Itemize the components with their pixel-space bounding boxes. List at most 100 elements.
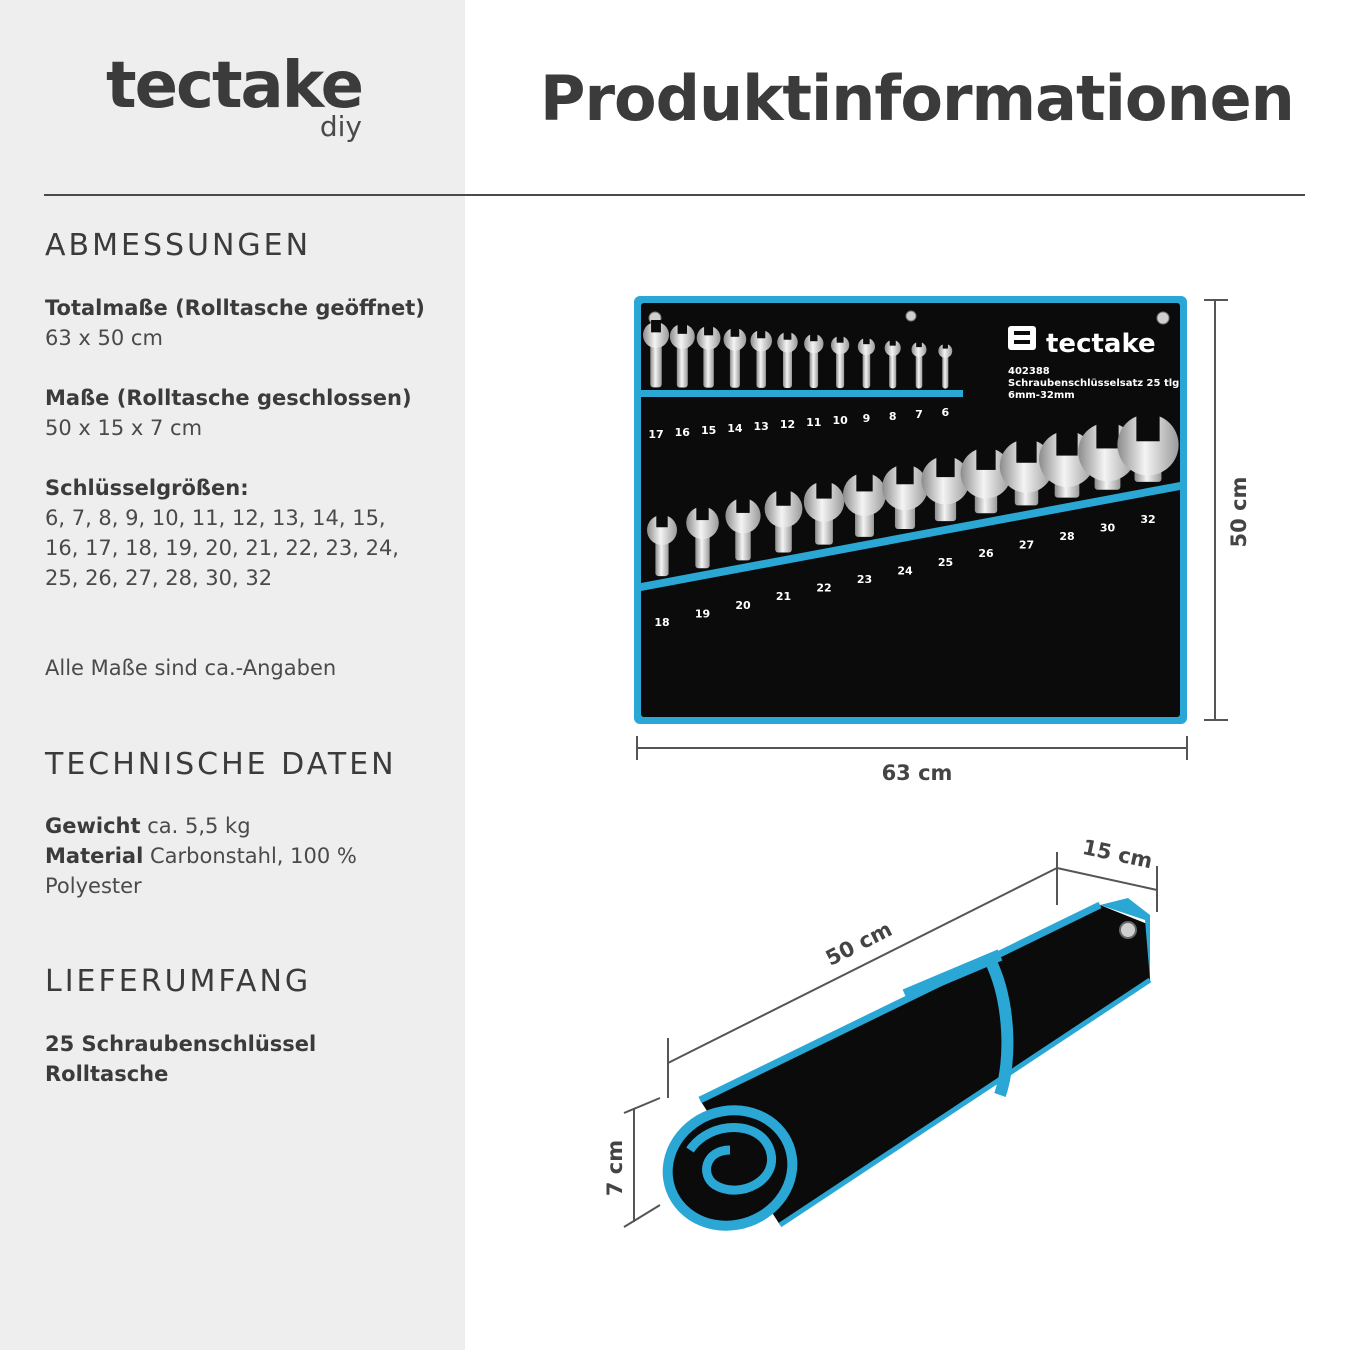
size-label: 12 [780,418,795,431]
roll-height-dimension [623,1097,661,1228]
open-width-label: 63 cm [882,761,953,785]
open-dimensions: Totalmaße (Rolltasche geöffnet) 63 x 50 … [45,293,435,353]
weight-value: ca. 5,5 kg [147,814,251,838]
closed-dimensions-label: Maße (Rolltasche geschlossen) [45,386,412,410]
technical-heading: TECHNISCHE DATEN [45,747,397,782]
top-wrench-row [643,320,953,389]
grommet-icon [905,310,917,322]
wrench-icon [669,322,695,388]
wrench-icon [803,479,845,545]
rolled-bag [662,898,1152,1231]
wrench-icon [777,330,798,388]
bottom-wrench-row [647,412,1179,577]
header-divider [44,194,1305,196]
wrench-sizes: Schlüsselgrößen: 6, 7, 8, 9, 10, 11, 12,… [45,473,415,593]
wrench-icon [857,336,876,389]
article-number: 402388 [1008,366,1050,377]
wrench-sizes-value: 6, 7, 8, 9, 10, 11, 12, 13, 14, 15, 16, … [45,506,399,590]
wrench-icon [921,454,970,522]
size-label: 19 [695,607,710,620]
wrench-icon [723,326,747,388]
wrench-icon [686,504,719,569]
top-size-labels: 17 16 15 14 13 12 11 10 9 8 7 6 [648,406,949,441]
bag-logo: tectake 402388 Schraubenschlüsselsatz 25… [1008,326,1179,401]
delivery-contents: 25 Schraubenschlüssel Rolltasche [45,1029,435,1089]
size-label: 15 [701,424,716,437]
wrench-icon [750,328,772,388]
roll-width-dimension [1056,866,1158,912]
size-label: 27 [1019,539,1034,552]
wrench-icon [647,513,677,577]
wrench-icon [696,324,721,388]
dimensions-heading: ABMESSUNGEN [45,228,312,263]
roll-strap [902,949,1003,1001]
approx-note: Alle Maße sind ca.-Angaben [45,656,337,680]
size-label: 7 [915,408,923,421]
open-wrench-roll: 17 16 15 14 13 12 11 10 9 8 7 6 18 19 20 21 22 23 24 25 26 2… [634,296,1187,724]
size-label: 26 [978,547,994,560]
roll-height-label: 7 cm [603,1140,627,1196]
weight-label: Gewicht [45,814,141,838]
size-label: 14 [727,422,743,435]
article-description: Schraubenschlüsselsatz 25 tlg [1008,378,1179,389]
delivery-item-wrenches: 25 Schraubenschlüssel [45,1032,317,1056]
open-dimensions-value: 63 x 50 cm [45,326,163,350]
wrench-icon [830,334,850,389]
wrench-icon [911,340,927,389]
tectake-logo-icon [1008,326,1036,350]
wrench-icon [764,487,803,553]
size-label: 20 [735,599,751,612]
open-height-label: 50 cm [1227,477,1251,548]
article-range: 6mm-32mm [1008,390,1075,401]
wrench-icon [725,496,761,561]
size-label: 13 [754,420,769,433]
bag-logo-text: tectake [1046,329,1156,359]
size-label: 8 [889,410,897,423]
roll-length-dimension [667,852,1058,1098]
size-label: 24 [897,564,913,577]
grommet-icon [1119,921,1137,939]
size-label: 9 [863,412,871,425]
size-label: 23 [857,573,872,586]
size-label: 30 [1100,521,1116,534]
size-label: 25 [938,556,953,569]
size-label: 11 [806,416,821,429]
size-label: 16 [675,426,691,439]
open-width-dimension [636,736,1188,760]
top-pocket-band [641,390,963,397]
brand-sub: diy [319,110,362,143]
size-label: 18 [654,616,669,629]
bottom-pocket-band [641,482,1180,591]
technical-data: Gewicht ca. 5,5 kg Material Carbonstahl,… [45,811,375,901]
delivery-heading: LIEFERUMFANG [45,964,312,999]
open-height-dimension [1204,299,1228,721]
roll-strap [984,957,1014,1097]
brand-name: tectake [106,49,364,123]
wrench-sizes-label: Schlüsselgrößen: [45,476,249,500]
size-label: 17 [648,428,663,441]
material-value: Carbonstahl, 100 % Polyester [45,844,357,898]
size-label: 10 [832,414,848,427]
roll-length-label: 50 cm [822,917,896,971]
material-label: Material [45,844,144,868]
wrench-icon [1117,412,1179,482]
size-label: 21 [776,590,791,603]
roll-body [700,905,1150,1225]
size-label: 32 [1140,513,1155,526]
closed-dimensions: Maße (Rolltasche geschlossen) 50 x 15 x … [45,383,435,443]
page-title: Produktinformationen [540,62,1295,135]
delivery-item-bag: Rolltasche [45,1062,169,1086]
size-label: 6 [941,406,949,419]
grommet-icon [1156,311,1170,325]
info-sidebar [0,0,465,1350]
open-dimensions-label: Totalmaße (Rolltasche geöffnet) [45,296,425,320]
size-label: 22 [816,582,831,595]
wrench-icon [882,462,928,529]
wrench-icon [804,332,824,389]
wrench-icon [938,342,953,389]
wrench-icon [843,471,886,537]
closed-dimensions-value: 50 x 15 x 7 cm [45,416,203,440]
roll-width-label: 15 cm [1080,835,1154,873]
